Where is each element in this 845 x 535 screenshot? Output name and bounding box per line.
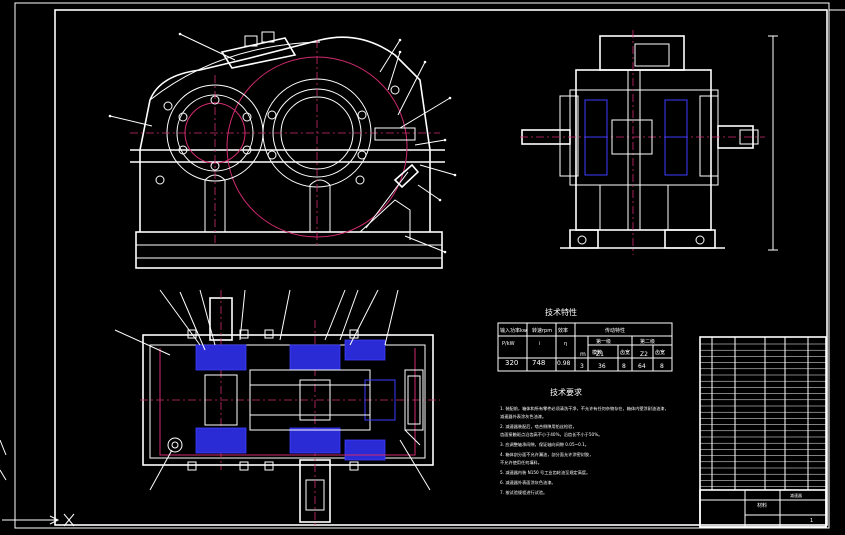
parts-list	[699, 336, 827, 528]
tc-r1-3: 第一级	[596, 338, 611, 345]
tc-z1-label: Z1	[596, 351, 604, 358]
tech-req-item-7: 不允许使用任何填料。	[500, 459, 542, 466]
title-block: 材料 减速器 1	[699, 489, 827, 528]
tc-header-speed: 转速rpm	[532, 327, 552, 334]
tech-req-item-8: 5. 减速器内装 N150 号工业齿轮油至规定高度。	[500, 469, 590, 476]
title-block-sheet: 1	[810, 518, 813, 524]
technical-requirements: 技术要求 1. 装配前，箱体和所有零件必须清洗干净，不允许有任何杂物存在，箱体内…	[500, 387, 669, 496]
tech-characteristics: 技术特性 输入功率kw 转速rpm 效率 传动特性 P/kW i η 第一级 第…	[497, 307, 673, 372]
tc-r1-2: η	[564, 341, 567, 347]
tc-eff-value: 0.98	[557, 360, 571, 367]
tc-b2-value: 8	[660, 363, 664, 370]
tc-sub-0: 模数	[592, 349, 602, 356]
tc-b1-value: 8	[622, 363, 626, 370]
tc-r1-4: 第二级	[640, 338, 655, 345]
tech-req-item-6: 4. 箱体剖分面不允许漏油，剖分面允许涂密封胶，	[500, 451, 593, 458]
tech-req-item-9: 6. 减速器外表面涂灰色油漆。	[500, 479, 556, 486]
tech-req-item-3: 2. 减速器装配后，啮合侧隙用铅丝检验，	[500, 423, 577, 430]
ucs-icon	[0, 439, 75, 527]
tc-header-eff: 效率	[558, 327, 568, 334]
title-block-label: 材料	[757, 502, 767, 509]
tc-header-power: 输入功率kw	[500, 327, 527, 334]
tc-z1-value: 36	[598, 363, 606, 370]
tech-char-title: 技术特性	[545, 307, 577, 317]
tc-r1-1: i	[539, 341, 540, 347]
front-view	[108, 31, 457, 269]
outer-border	[14, 2, 830, 529]
title-block-name: 减速器	[790, 492, 802, 498]
tc-m-value: 3	[580, 363, 584, 370]
tech-req-item-10: 7. 按试验规程进行试验。	[500, 489, 547, 496]
tc-sub-4: 齿宽	[655, 349, 665, 356]
side-view	[520, 30, 778, 255]
tech-req-item-5: 3. 应调整轴承间隙，保证轴向间隙 0.05~0.1。	[500, 441, 589, 448]
tc-sub-2: 齿宽	[620, 349, 630, 356]
tc-z2-label: Z2	[640, 351, 648, 358]
tech-req-item-1: 1. 装配前，箱体和所有零件必须清洗干净，不允许有任何杂物存在，箱体内壁涂耐油油…	[500, 405, 669, 412]
tech-req-item-4: 齿面接触斑点沿齿高不小于40%，沿齿长不小于50%。	[500, 431, 602, 438]
top-view	[114, 289, 440, 525]
tc-z2-value: 64	[638, 363, 646, 370]
tc-r1-0: P/kW	[502, 341, 515, 347]
tech-req-title: 技术要求	[550, 387, 582, 397]
tc-power-value: 320	[505, 359, 518, 367]
tc-m-label: m	[580, 351, 586, 358]
inner-frame	[54, 9, 828, 526]
tc-header-trans: 传动特性	[605, 327, 625, 334]
tech-req-item-2: 减速器外表涂灰色油漆。	[500, 413, 546, 420]
tc-speed-value: 748	[532, 359, 545, 367]
